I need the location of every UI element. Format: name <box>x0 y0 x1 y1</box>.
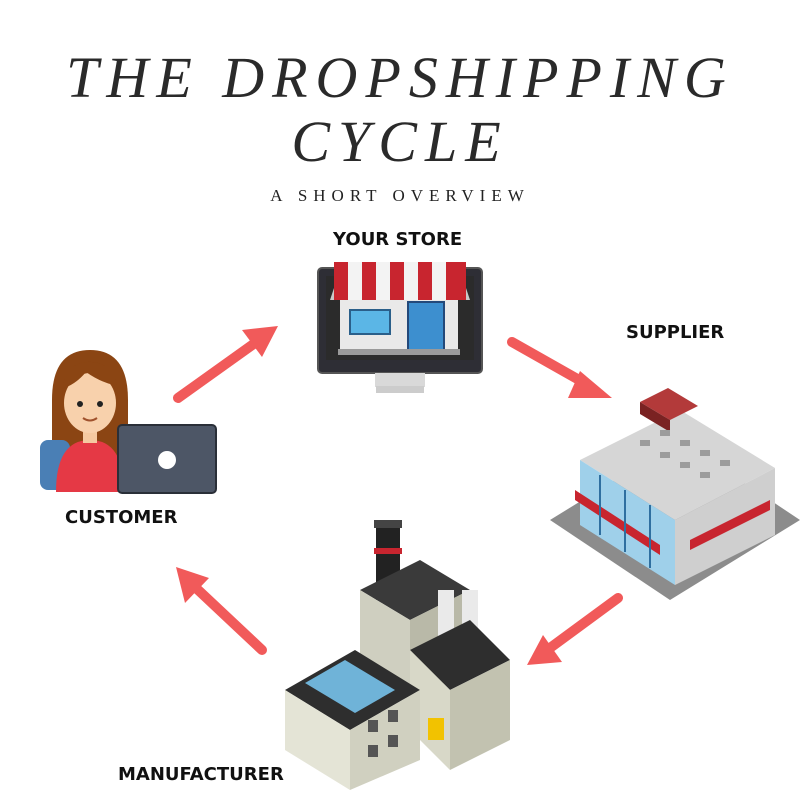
arrow-customer-to-store <box>173 326 278 403</box>
supplier-building-icon <box>550 388 800 600</box>
supplier-label: SUPPLIER <box>626 322 725 343</box>
title-line-2: CYCLE <box>291 109 509 174</box>
store-monitor-icon <box>317 262 483 393</box>
manufacturer-label: MANUFACTURER <box>118 764 284 785</box>
arrow-store-to-supplier <box>507 337 612 398</box>
subtitle: A SHORT OVERVIEW <box>270 186 530 205</box>
customer-label: CUSTOMER <box>65 507 178 528</box>
arrow-supplier-to-manufacturer <box>527 593 623 665</box>
title-line-1: THE DROPSHIPPING <box>66 45 734 110</box>
store-label: YOUR STORE <box>333 229 463 250</box>
manufacturer-factory-icon <box>285 520 510 790</box>
arrow-manufacturer-to-customer <box>176 567 267 655</box>
customer-icon <box>40 350 217 494</box>
